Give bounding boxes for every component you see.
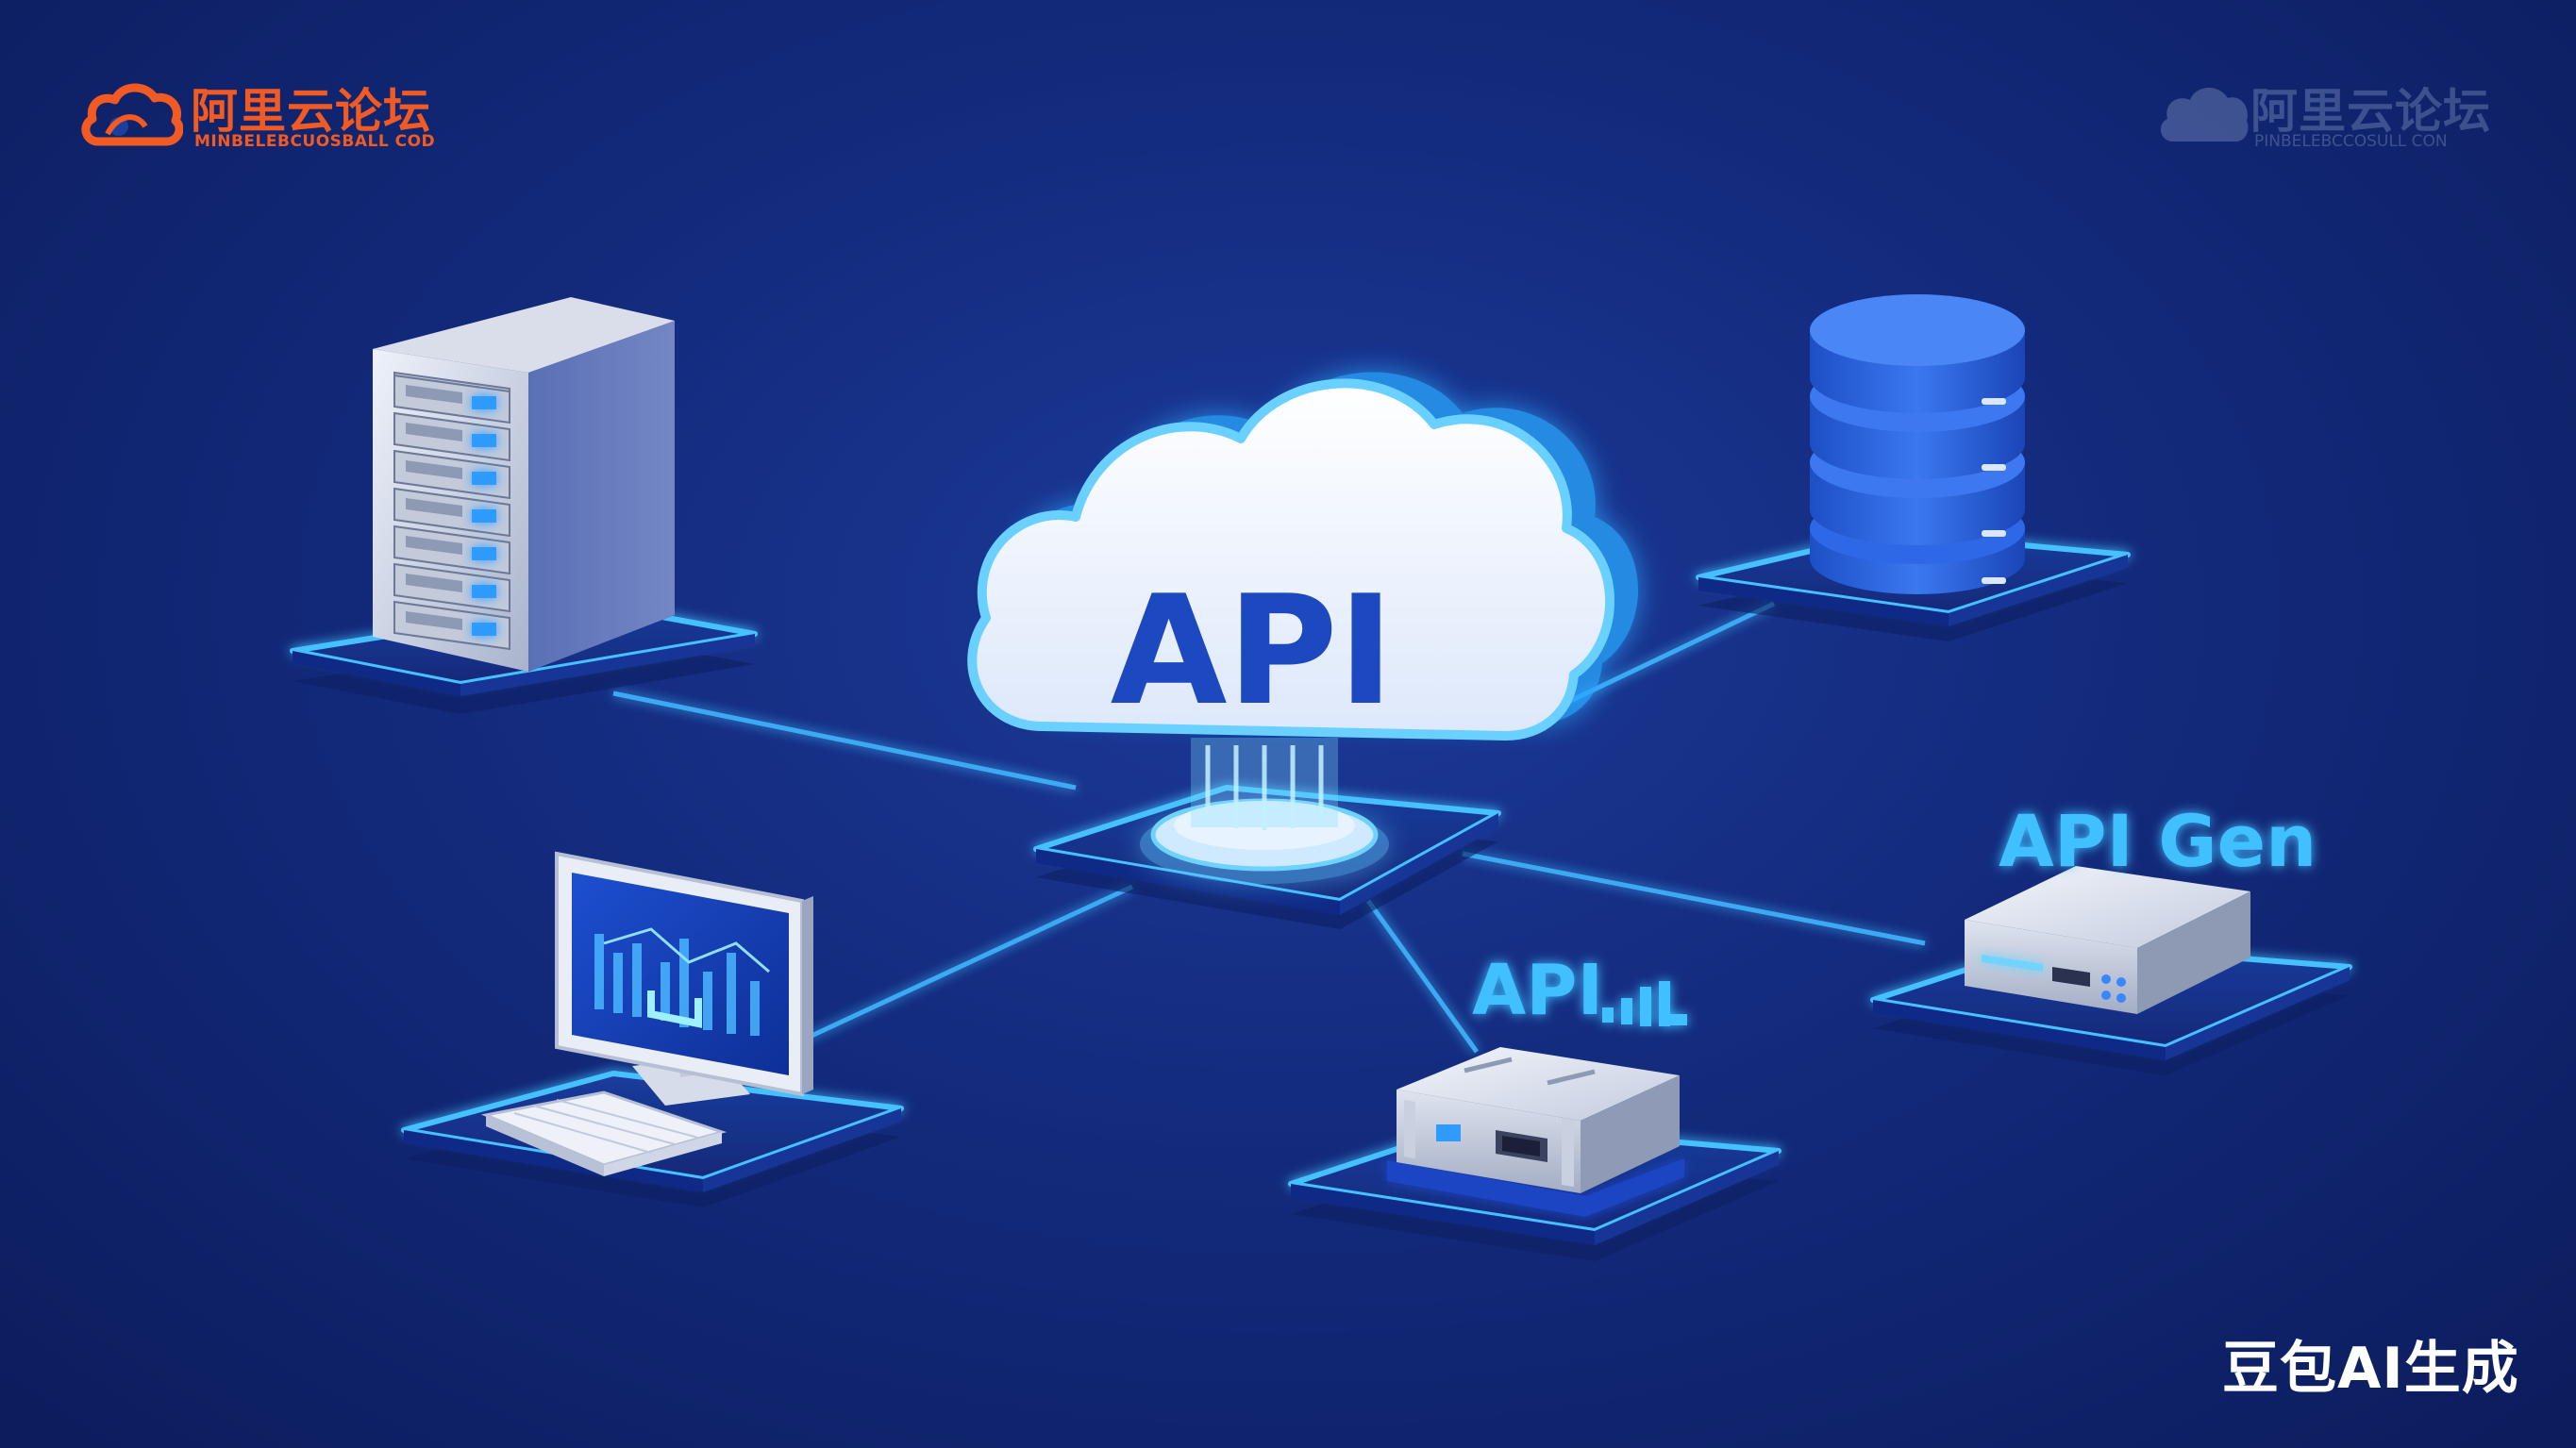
connection-lines xyxy=(612,601,1926,1054)
cloud-pillar xyxy=(1191,738,1338,830)
gateway-label: API Gen xyxy=(1999,799,2317,883)
brand-subtitle: MINBELEBCUOSBALL COD xyxy=(194,132,436,151)
signal-bars-icon xyxy=(1602,981,1687,1026)
hub-platform xyxy=(1033,785,1501,929)
aliyun-forum-watermark-logo: 阿里云论坛 PINBELEBCCOSULL CON xyxy=(2156,72,2496,157)
link-gateway-to-hub xyxy=(1462,851,1926,946)
ai-generated-watermark: 豆包AI生成 xyxy=(2222,1336,2519,1402)
link-monitor-to-hub xyxy=(795,884,1134,1045)
brand-subtitle: PINBELEBCCOSULL CON xyxy=(2254,132,2448,151)
server-label: API xyxy=(1472,950,1603,1031)
server-rack-icon xyxy=(373,297,675,672)
database-icon xyxy=(1810,294,2025,594)
monitor-icon xyxy=(555,851,813,1106)
brand-name: 阿里云论坛 xyxy=(191,84,431,139)
link-server-to-hub xyxy=(1365,899,1480,1054)
link-rack-to-hub xyxy=(612,691,1077,791)
brand-name: 阿里云论坛 xyxy=(2250,84,2491,139)
keyboard-icon xyxy=(480,1090,728,1176)
server-box-icon xyxy=(1387,1047,1684,1217)
server-label-group: API xyxy=(1472,950,1687,1031)
cloud-label: API xyxy=(1111,562,1395,739)
cloud-logo-icon xyxy=(2160,87,2249,141)
api-cloud-icon: API xyxy=(967,372,1639,741)
gateway-box-icon xyxy=(1965,866,2250,1014)
link-database-to-hub xyxy=(1564,601,1776,706)
aliyun-forum-logo[interactable]: 阿里云论坛 MINBELEBCUOSBALL COD xyxy=(79,72,435,157)
cloud-logo-icon xyxy=(81,83,183,146)
